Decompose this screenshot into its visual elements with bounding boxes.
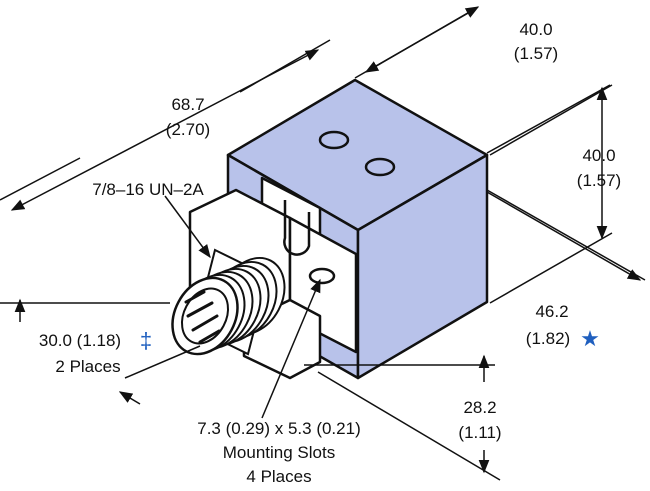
threaded-connector <box>171 248 286 356</box>
label-height-mm: 40.0 <box>582 146 615 165</box>
top-hole-left <box>318 130 350 150</box>
dimension-lines <box>0 6 646 481</box>
label-bottom-height-in: (1.11) <box>458 423 501 442</box>
thread-leader <box>164 195 211 259</box>
double-dagger-icon: ‡ <box>140 328 152 353</box>
label-slots-size: 7.3 (0.29) x 5.3 (0.21) <box>197 419 360 438</box>
label-width-in: (1.57) <box>514 44 558 63</box>
label-depth-mm: 46.2 <box>535 302 568 321</box>
label-slots-count: 4 Places <box>246 467 311 486</box>
label-width-mm: 40.0 <box>519 20 552 39</box>
top-hole-right <box>364 157 396 177</box>
label-length-in: (2.70) <box>166 120 210 139</box>
slots-leader <box>261 278 321 419</box>
housing-right-face <box>356 153 489 380</box>
label-thread: 7/8–16 UN–2A <box>92 180 204 199</box>
dim-width-top <box>364 6 480 73</box>
label-length-mm: 68.7 <box>171 95 204 114</box>
label-side-height: 30.0 (1.18) <box>39 331 121 350</box>
label-height-in: (1.57) <box>577 171 621 190</box>
label-bottom-height-mm: 28.2 <box>463 398 496 417</box>
star-icon: ★ <box>580 326 600 351</box>
bracket-top-slot <box>283 200 311 256</box>
connector-pins <box>184 290 221 344</box>
bracket-slot-hole <box>308 267 336 285</box>
label-side-height-note: 2 Places <box>55 357 120 376</box>
label-slots-name: Mounting Slots <box>223 443 335 462</box>
dimension-labels: 40.0 (1.57) 40.0 (1.57) 68.7 (2.70) 7/8–… <box>39 20 621 486</box>
label-depth-in: (1.82) <box>526 329 570 348</box>
